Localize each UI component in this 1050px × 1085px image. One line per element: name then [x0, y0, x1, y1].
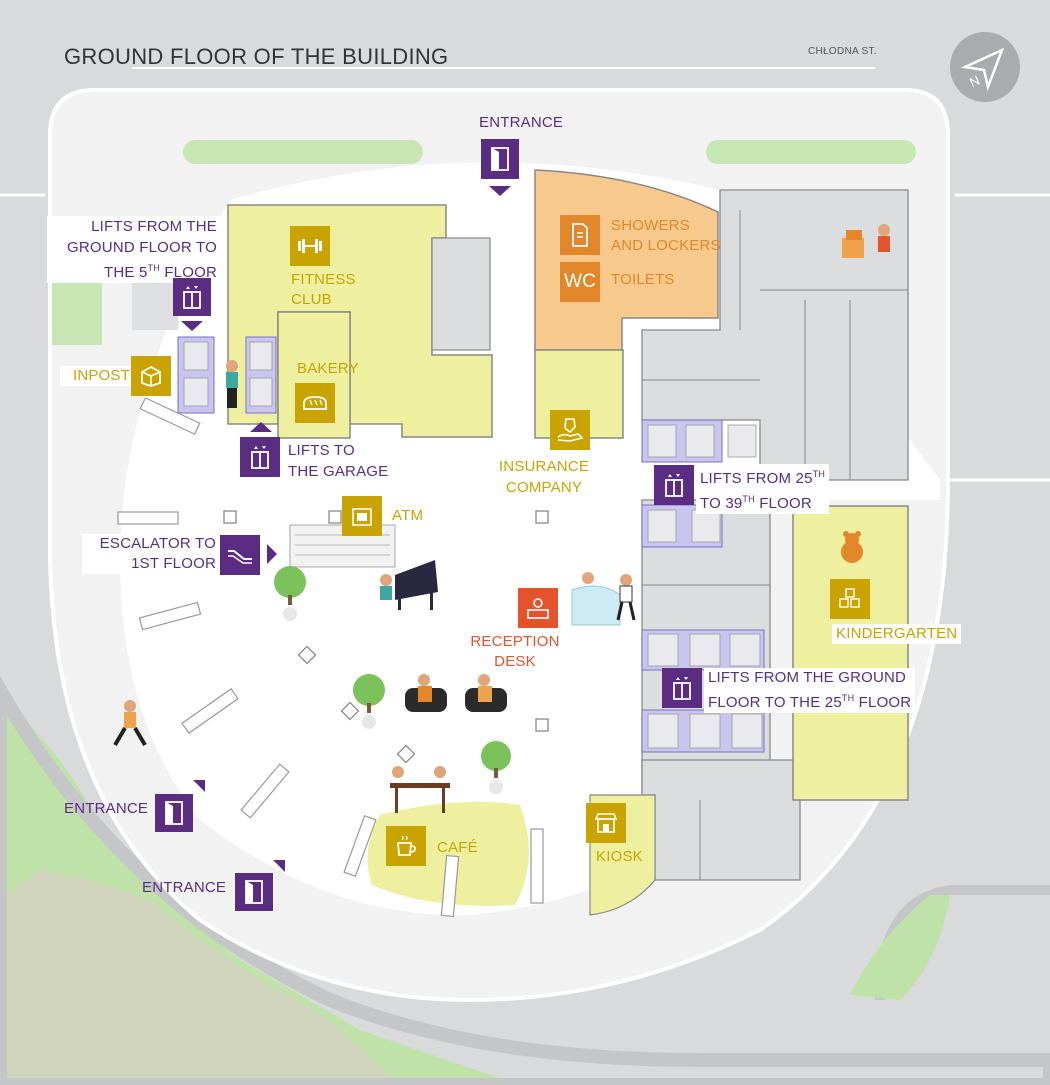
entrance-icon[interactable]: [155, 794, 193, 832]
svg-text:N: N: [967, 73, 982, 91]
bakery-label: BAKERY: [297, 360, 359, 377]
teddy-bear-icon: [841, 531, 863, 563]
delivery-icon: [842, 224, 890, 258]
lift-icon[interactable]: [240, 437, 280, 477]
page-title: GROUND FLOOR OF THE BUILDING: [64, 44, 449, 69]
escalator-label: ESCALATOR TO 1ST FLOOR: [82, 534, 220, 574]
entrance-left-2-label: ENTRANCE: [142, 879, 227, 896]
street-label: CHŁODNA ST.: [808, 46, 877, 57]
runner-icon: [113, 700, 147, 747]
reception-label: RECEPTION DESK: [470, 633, 560, 670]
reception-icon[interactable]: [518, 588, 558, 628]
green-strip-side: [52, 275, 102, 345]
showers-label: SHOWERS AND LOCKERS: [611, 217, 721, 254]
receptionist-icon: [582, 572, 636, 621]
inpost-label: INPOST: [60, 366, 134, 386]
pointer-down-icon: [181, 321, 203, 331]
road-curve: [0, 675, 1050, 1085]
lifts-25-39-label: LIFTS FROM 25TH TO 39TH FLOOR: [696, 464, 830, 514]
green-strip-left: [183, 140, 423, 164]
shield-hand-icon[interactable]: [550, 410, 590, 450]
kiosk-label: KIOSK: [596, 848, 643, 865]
lifts-g-25-label: LIFTS FROM THE GROUND FLOOR TO THE 25TH …: [704, 668, 916, 713]
atm-icon[interactable]: [342, 496, 382, 536]
pointer-corner-icon: [273, 860, 285, 872]
insurance-label: INSURANCE COMPANY: [498, 458, 590, 496]
lift-icon[interactable]: [654, 465, 694, 505]
parcel-icon[interactable]: [131, 356, 171, 396]
pointer-up-icon: [250, 422, 272, 432]
kiosk-icon[interactable]: [586, 803, 626, 843]
lift-icon[interactable]: [173, 278, 211, 316]
lift-icon[interactable]: [662, 668, 702, 708]
cafe-label: CAFÉ: [437, 839, 478, 856]
entrance-left-1-label: ENTRANCE: [64, 800, 149, 817]
kindergarten-label: KINDERGARTEN: [832, 624, 962, 644]
escalator-icon[interactable]: [220, 535, 260, 575]
fitness-club-label: FITNESS CLUB: [291, 271, 356, 308]
blocks-icon[interactable]: [830, 579, 870, 619]
service-block-south: [641, 759, 801, 881]
service-block-north: [641, 189, 909, 481]
tree-icon: [274, 566, 306, 621]
dumbbell-icon[interactable]: [290, 226, 330, 266]
entrance-icon[interactable]: [481, 139, 519, 179]
plaza-area: [0, 870, 400, 1085]
cup-icon[interactable]: [386, 826, 426, 866]
tree-icon: [481, 741, 511, 794]
wc-icon[interactable]: WC: [560, 262, 600, 302]
green-strip-right: [706, 140, 916, 164]
lounge-icon: [405, 674, 507, 712]
pointer-corner-icon: [193, 780, 205, 792]
toilets-label: TOILETS: [611, 271, 675, 288]
entrance-icon[interactable]: [235, 873, 273, 911]
bread-icon[interactable]: [295, 383, 335, 423]
locker-icon[interactable]: [560, 215, 600, 255]
lifts-garage-label: LIFTS TO THE GARAGE: [288, 442, 389, 480]
green-corner: [850, 895, 950, 1000]
reception-counter: [571, 585, 621, 626]
compass: N: [950, 32, 1020, 102]
lifts-5th-label: LIFTS FROM THE GROUND FLOOR TO THE 5TH F…: [47, 216, 221, 283]
compass-arrow-icon: N: [960, 47, 1005, 92]
person-icon: [226, 360, 238, 408]
entrance-top-label: ENTRANCE: [479, 114, 564, 131]
atm-label: ATM: [392, 507, 424, 524]
tree-icon: [353, 674, 385, 729]
piano-icon: [380, 560, 438, 610]
cafe-table-icon: [390, 766, 450, 813]
pointer-right-icon: [267, 544, 277, 564]
service-room: [431, 237, 491, 351]
pointer-down-icon: [489, 186, 511, 196]
